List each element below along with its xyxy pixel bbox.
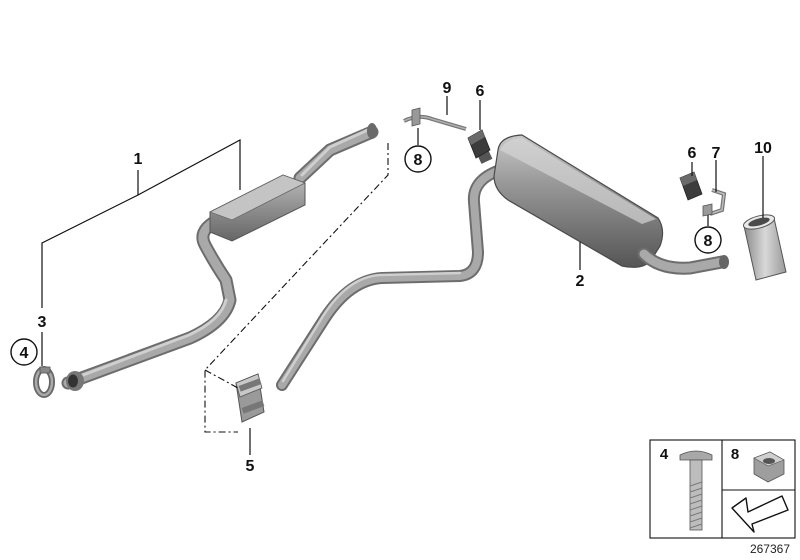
callout-5: 5	[246, 458, 255, 475]
direction-arrow-icon	[731, 495, 789, 533]
callout-2: 2	[576, 273, 585, 290]
callout-circle-8-right	[694, 226, 722, 254]
connecting-pipe	[276, 164, 506, 391]
front-pipe-middle-silencer	[61, 123, 379, 391]
leader-lines	[41, 96, 764, 455]
callout-7: 7	[712, 145, 721, 162]
rubber-mount-right	[679, 171, 703, 201]
bracket-right	[702, 188, 727, 217]
callout-6-right: 6	[688, 145, 697, 162]
tailpipe-trim	[742, 214, 787, 281]
callout-circle-8-top	[404, 145, 432, 173]
callout-circle-4	[10, 338, 38, 366]
bracket-top	[403, 107, 467, 131]
legend-label-4: 4	[660, 446, 669, 463]
exhaust-clamp	[33, 366, 55, 398]
legend-box: 4 8	[649, 439, 796, 539]
bolt-icon	[679, 450, 713, 531]
dash-dot-lines	[204, 143, 389, 433]
callouts: 1 3 4 5 9 6 8 2 6 7 10 8	[10, 80, 772, 475]
callout-6-top: 6	[476, 83, 485, 100]
callout-3: 3	[38, 314, 47, 331]
clamp-assembly	[235, 373, 265, 423]
callout-8-right: 8	[704, 233, 713, 250]
legend-label-8: 8	[731, 446, 739, 463]
rubber-mount-top	[467, 129, 491, 159]
callout-8-top: 8	[414, 152, 423, 169]
document-number: 267367	[750, 542, 790, 556]
callout-9: 9	[443, 80, 452, 97]
callout-4: 4	[20, 345, 29, 362]
callout-10: 10	[754, 140, 772, 157]
nut-icon	[753, 451, 785, 483]
callout-1: 1	[134, 151, 143, 168]
